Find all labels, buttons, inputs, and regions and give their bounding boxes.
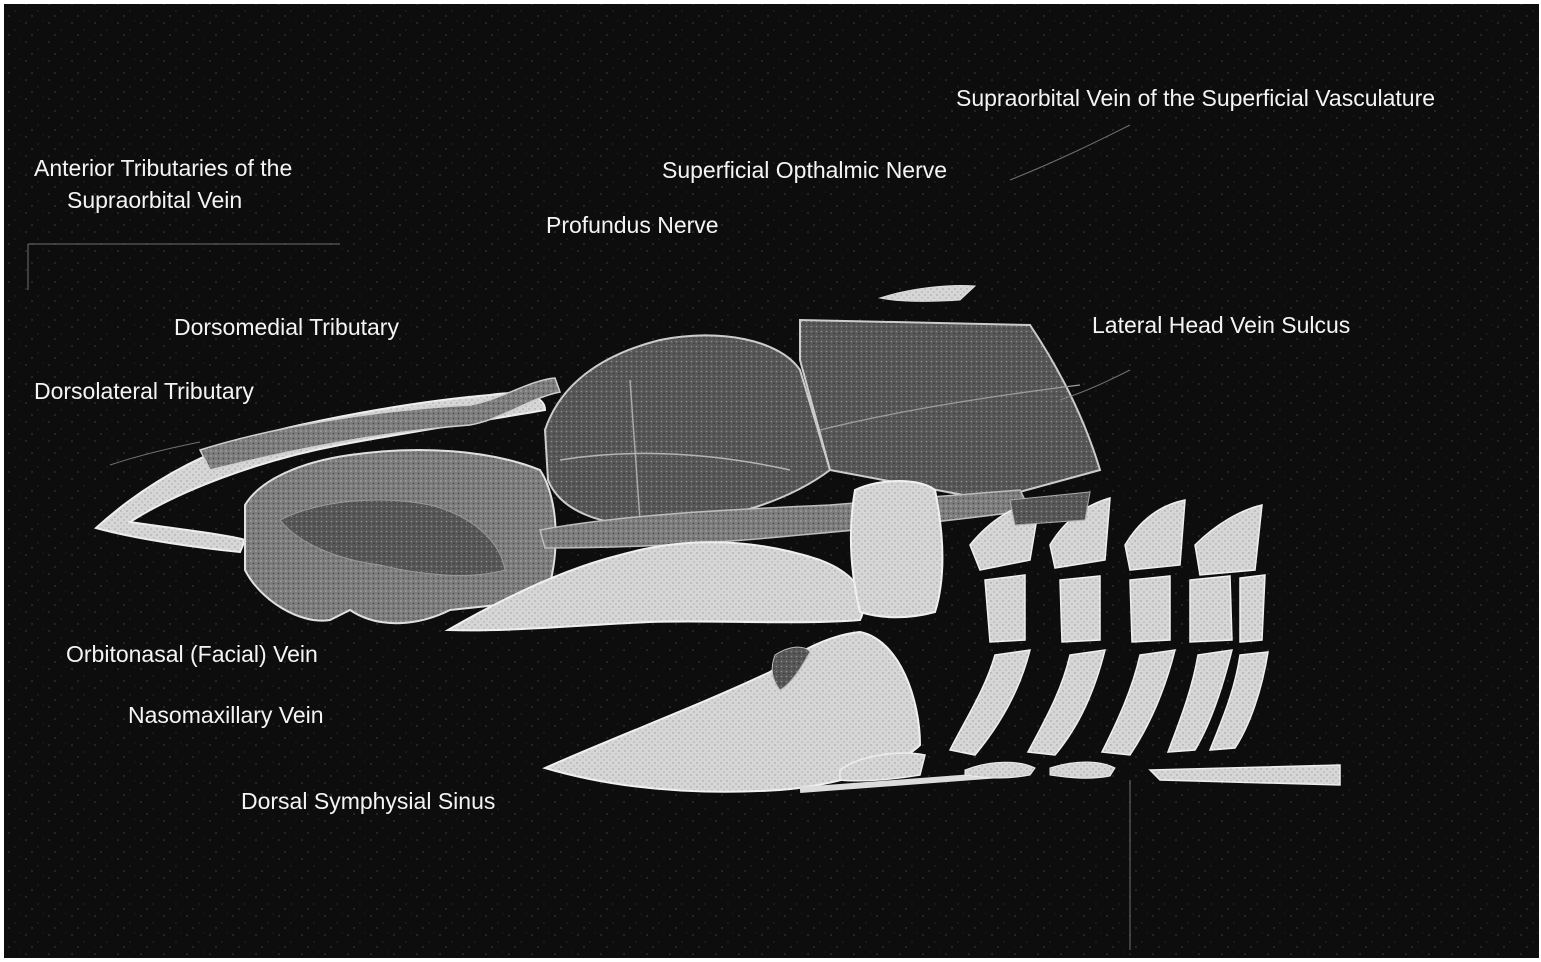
label-dorsal-symphysial-sinus: Dorsal Symphysial Sinus xyxy=(241,787,495,815)
hyomandibula xyxy=(851,481,943,617)
gill-arch-3-mid xyxy=(1130,576,1170,642)
label-anterior-tributaries-line-1: Anterior Tributaries of the xyxy=(34,154,292,182)
label-supraorbital-vein-superficial-vasculature: Supraorbital Vein of the Superficial Vas… xyxy=(956,84,1435,112)
label-lateral-head-vein-sulcus: Lateral Head Vein Sulcus xyxy=(1092,311,1350,339)
gill-arch-5-mid xyxy=(1240,575,1265,642)
label-superficial-opthalmic-nerve: Superficial Opthalmic Nerve xyxy=(662,156,947,184)
label-dorsolateral-tributary: Dorsolateral Tributary xyxy=(34,377,254,405)
gill-arch-4-mid xyxy=(1190,576,1232,642)
label-anterior-tributaries-line-2: Supraorbital Vein xyxy=(67,186,242,214)
label-nasomaxillary-vein: Nasomaxillary Vein xyxy=(128,701,324,729)
gill-arch-1-mid xyxy=(985,575,1025,642)
label-dorsomedial-tributary: Dorsomedial Tributary xyxy=(174,313,399,341)
gill-arch-2-mid xyxy=(1060,576,1100,642)
label-profundus-nerve: Profundus Nerve xyxy=(546,211,719,239)
label-orbitonasal-facial-vein: Orbitonasal (Facial) Vein xyxy=(66,640,318,668)
